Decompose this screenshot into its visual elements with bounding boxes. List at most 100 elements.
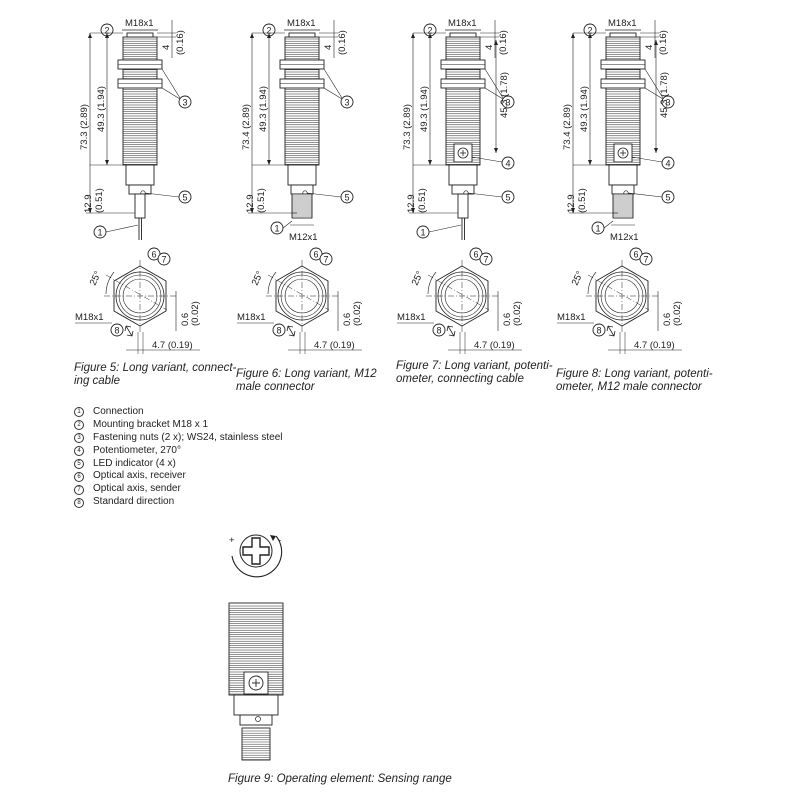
callout-number: 6 [313, 249, 318, 259]
led-indicator [255, 716, 261, 722]
callout-optical-axis-sender [319, 252, 333, 266]
callout-number: 8 [436, 325, 441, 335]
legend-number: 1 [74, 407, 84, 418]
dimension-value: (0.16) [658, 30, 669, 55]
lens-front [288, 32, 316, 38]
arrowhead [411, 208, 415, 213]
thread-label: M18x1 [287, 18, 316, 29]
direction-arrow-icon [606, 325, 616, 337]
callout-number: 5 [505, 192, 510, 202]
direction-arrow-icon [446, 325, 456, 337]
caption-line: ometer, M12 male connector [556, 381, 702, 393]
dimension-value: 49.3 (1.94) [579, 86, 590, 132]
callout-number: 7 [161, 254, 166, 264]
dimension-value: 4.7 (0.19) [314, 340, 355, 351]
leader-line [484, 68, 504, 99]
callout-standard-direction [110, 323, 124, 337]
end-cap [233, 694, 279, 716]
callout-number: 6 [473, 249, 478, 259]
optical-axis-centerline [427, 274, 490, 311]
caption-line: Figure 6: Long variant, M12 [236, 368, 377, 380]
arrowhead [588, 160, 592, 165]
cross-slot-icon [242, 537, 270, 565]
callout-number: 3 [505, 97, 510, 107]
caption-figure-6: Figure 6: Long variant, M12 male connect… [236, 368, 401, 394]
leader-line [306, 192, 342, 198]
callout-standard-direction [272, 323, 286, 337]
callout-number: 5 [665, 192, 670, 202]
legend-number: 4 [74, 446, 84, 457]
end-cap [125, 164, 155, 186]
dimension-value: 4 [484, 45, 495, 50]
thread-label: M18x1 [557, 312, 586, 323]
optical-axis-centerline [587, 274, 650, 311]
callout-number: 3 [665, 97, 670, 107]
callout-potentiometer [501, 156, 515, 170]
callout-fastening-nuts [340, 95, 354, 109]
cable-gland [134, 193, 146, 219]
arrowhead [654, 40, 658, 45]
leader-line [282, 220, 293, 229]
thread-label: M18x1 [448, 18, 477, 29]
thread-label: M18x1 [608, 18, 637, 29]
legend-number: 7 [74, 484, 84, 495]
leader-line [323, 68, 343, 99]
thread-label: M18x1 [237, 312, 266, 323]
arrowhead [494, 40, 498, 45]
arrowhead [105, 33, 109, 38]
callout-fastening-nuts [501, 95, 515, 109]
angle-label: 25° [410, 269, 426, 287]
callout-number: 7 [643, 254, 648, 264]
dimension-value: 12.9 [83, 195, 94, 214]
leader-line [603, 220, 614, 229]
callout-number: 3 [344, 97, 349, 107]
leader-line [161, 87, 181, 100]
dimension-value: 4 [161, 45, 172, 50]
callout-number: 6 [633, 249, 638, 259]
arrowhead [250, 33, 254, 38]
callout-number: 1 [420, 227, 425, 237]
arrowhead [654, 148, 658, 153]
dimension-value: (0.51) [94, 188, 105, 213]
callout-number: 4 [505, 158, 510, 168]
arrowhead [250, 208, 254, 213]
end-cap-collar [290, 184, 314, 195]
dimension-value: 12.9 [245, 195, 256, 214]
caption-line: Figure 9: Operating element: Sensing ran… [228, 773, 452, 785]
dimension-value: 0.6 [662, 313, 673, 326]
leader-line [484, 87, 504, 100]
leader-line [627, 192, 663, 198]
caption-line: Figure 5: Long variant, connect- [74, 362, 237, 374]
legend-text: Potentiometer, 270° [93, 444, 181, 456]
caption-line: male connector [236, 381, 315, 393]
connector-label: M12x1 [610, 232, 639, 243]
legend-text: Mounting bracket M18 x 1 [93, 418, 209, 430]
end-cap-collar [128, 184, 152, 195]
dimension-value: 73.3 (2.89) [402, 104, 413, 150]
callout-number: 7 [323, 254, 328, 264]
callout-number: 2 [104, 25, 109, 35]
callout-number: 2 [266, 25, 271, 35]
callout-number: 1 [97, 227, 102, 237]
arrowhead [571, 208, 575, 213]
dimension-value: 4.7 (0.19) [634, 340, 675, 351]
callout-fastening-nuts [178, 95, 192, 109]
leader-line [467, 192, 503, 198]
lens-front [609, 32, 637, 38]
callout-number: 6 [151, 249, 156, 259]
legend-text: Optical axis, receiver [93, 470, 186, 482]
arrowhead [105, 160, 109, 165]
callout-fastening-nuts [661, 95, 675, 109]
thread-label: M18x1 [397, 312, 426, 323]
direction-arrow-icon [286, 325, 296, 337]
caption-figure-5: Figure 5: Long variant, connect- ing cab… [74, 362, 239, 388]
legend-text: Optical axis, sender [93, 483, 181, 495]
callout-number: 8 [596, 325, 601, 335]
arrowhead [571, 33, 575, 38]
dimension-value: 49.3 (1.94) [258, 86, 269, 132]
